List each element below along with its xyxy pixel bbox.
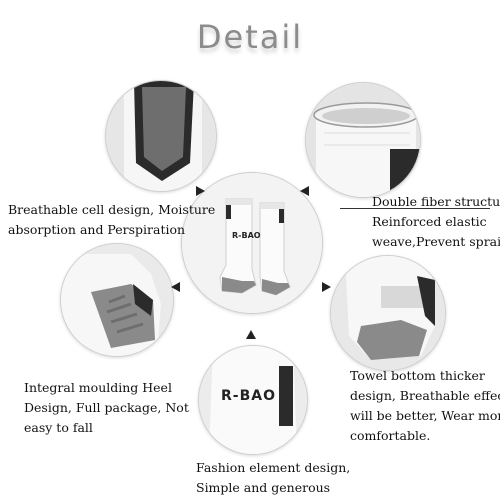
fashion-detail-circle: R-BAO: [198, 345, 308, 455]
double-fiber-detail-circle: [305, 82, 421, 198]
towel-caption-line4: comfortable.: [350, 428, 431, 443]
towel-caption-line3: will be better, Wear more: [350, 408, 500, 423]
fashion-caption: Fashion element design, Simple and gener…: [196, 458, 350, 498]
fashion-label: R-BAO: [221, 388, 276, 404]
center-sock-circle: R-BAO: [181, 172, 323, 314]
heel-caption-line2: Design, Full package, Not: [24, 400, 189, 415]
heel-caption-line3: easy to fall: [24, 420, 93, 435]
breathable-caption: Breathable cell design, Moisture absorpt…: [8, 200, 215, 240]
center-sock-label: R-BAO: [232, 231, 261, 240]
arrow-right-icon: [322, 282, 331, 292]
arrow-topright-icon: [300, 186, 309, 196]
double-fiber-caption: Double fiber structure, Reinforced elast…: [372, 192, 500, 252]
heel-caption: Integral moulding Heel Design, Full pack…: [24, 378, 189, 438]
arrow-topleft-icon: [196, 186, 205, 196]
breathable-caption-line1: Breathable cell design, Moisture: [8, 202, 216, 217]
fashion-caption-line2: Simple and generous: [196, 480, 331, 495]
double-fiber-caption-line3: weave,Prevent sprains: [372, 234, 500, 249]
towel-caption: Towel bottom thicker design, Breathable …: [350, 366, 500, 446]
fashion-leg-image: [199, 346, 307, 454]
breathable-cell-image: [106, 81, 216, 191]
page-title: Detail: [196, 18, 304, 56]
arrow-left-icon: [171, 282, 180, 292]
arrow-bottom-icon: [246, 330, 256, 339]
towel-bottom-image: [331, 256, 445, 370]
heel-detail-circle: [60, 243, 174, 357]
heel-image: [61, 244, 173, 356]
cuff-image: [306, 83, 420, 197]
heel-caption-line1: Integral moulding Heel: [24, 380, 172, 395]
breathable-caption-line2: absorption and Perspiration: [8, 222, 186, 237]
double-fiber-caption-line1: Double fiber structure,: [372, 194, 500, 209]
towel-caption-line1: Towel bottom thicker: [350, 368, 485, 383]
double-fiber-caption-line2: Reinforced elastic: [372, 214, 487, 229]
towel-detail-circle: [330, 255, 446, 371]
breathable-detail-circle: [105, 80, 217, 192]
double-fiber-connector-line: [340, 208, 490, 209]
towel-caption-line2: design, Breathable effect: [350, 388, 500, 403]
fashion-caption-line1: Fashion element design,: [196, 460, 351, 475]
sock-pair-image: [182, 173, 322, 313]
